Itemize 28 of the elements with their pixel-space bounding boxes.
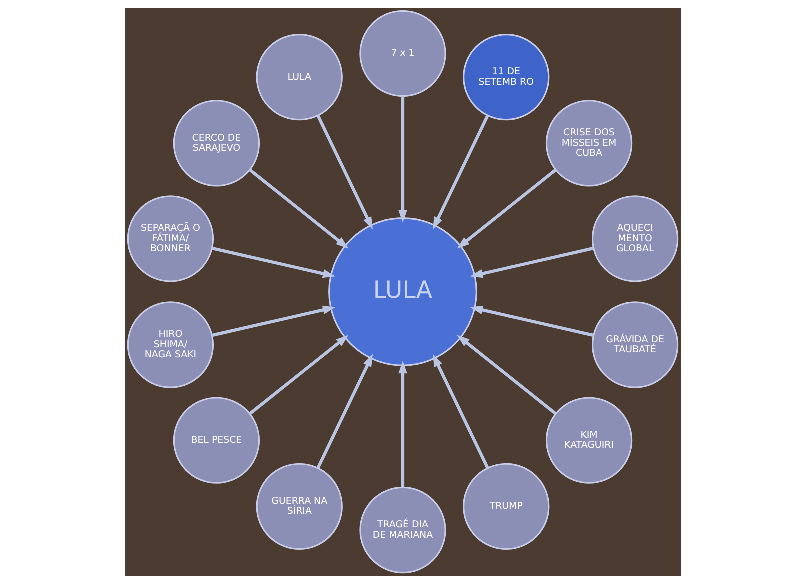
node-circle: TRUMP <box>463 463 550 550</box>
node-circle: CRISE DOS MÍSSEIS EM CUBA <box>546 100 633 187</box>
node-circle: TRAGÉ DIA DE MARIANA <box>360 486 446 574</box>
arrow <box>457 168 557 249</box>
arrow <box>249 168 349 249</box>
arrow <box>249 335 349 416</box>
node-circle: GRÁVIDA DE TAUBATÉ <box>592 302 679 388</box>
node-circle: KIM KATAGUIRI <box>546 397 633 484</box>
arrow <box>316 115 374 230</box>
node-circle: CERCO DE SARAJEVO <box>173 100 260 187</box>
arrow <box>470 306 594 338</box>
node-circle: GUERRA NA SÍRIA <box>256 463 343 550</box>
arrow <box>398 96 408 223</box>
node-circle: AQUECI MENTO GLOBAL <box>592 196 679 282</box>
node-circle: 7 x 1 <box>360 10 446 98</box>
arrow <box>432 115 490 230</box>
arrow <box>212 306 336 338</box>
arrow <box>470 246 594 278</box>
arrow <box>457 335 557 416</box>
arrow <box>316 354 374 469</box>
node-circle: HIRO SHIMA/ NAGA SAKI <box>127 302 214 388</box>
arrow <box>432 354 490 469</box>
arrow <box>398 361 408 488</box>
node-circle: BEL PESCE <box>173 397 260 484</box>
arrow <box>212 246 336 278</box>
node-circle: LULA <box>256 34 343 121</box>
node-circle: 11 DE SETEMB RO <box>463 34 550 121</box>
node-circle: SEPARAÇÃ O FÁTIMA/ BONNER <box>127 196 214 282</box>
